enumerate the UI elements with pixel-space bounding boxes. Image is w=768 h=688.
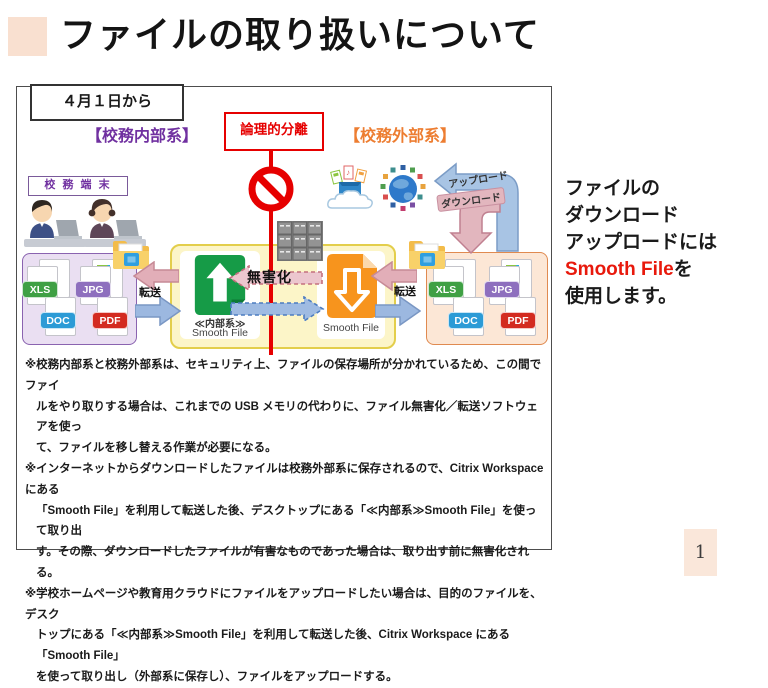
side-note-suffix: を <box>673 259 693 280</box>
doc-file-icon: DOC <box>40 290 91 340</box>
transfer-arrow-right-pink <box>370 260 418 296</box>
jpg-badge: JPG <box>484 281 520 298</box>
note-line: て、ファイルを移し替える作業が必要になる。 <box>36 442 277 455</box>
xls-badge: XLS <box>428 281 464 298</box>
internal-smoothfile-label-1: ≪内部系≫ <box>194 319 246 330</box>
transfer-arrow-left-blue <box>134 295 182 331</box>
school-terminal-label: 校 務 端 末 <box>28 176 128 196</box>
side-note-line: 使用します。 <box>565 286 678 307</box>
side-note-line: ファイルの <box>565 178 661 199</box>
xls-badge: XLS <box>22 281 58 298</box>
page-number: 1 <box>684 529 717 576</box>
pdf-file-icon: PDF <box>92 290 143 340</box>
external-files-box: XLS JPG DOC PDF <box>426 252 548 345</box>
external-smoothfile-label: Smooth File <box>322 322 380 334</box>
page-title: ファイルの取り扱いについて <box>60 14 540 55</box>
cloud-documents-icon: ♪ <box>327 164 373 216</box>
separation-line <box>269 147 273 355</box>
internet-globe-icon <box>379 163 427 219</box>
side-note-line: Smooth Fileを <box>565 256 765 283</box>
svg-text:♪: ♪ <box>346 168 350 177</box>
note-line: トップにある「≪内部系≫Smooth File」を利用して転送した後、Citri… <box>36 629 510 663</box>
logical-separation-box: 論理的分離 <box>224 112 324 151</box>
side-note-line: アップロードには <box>565 232 718 253</box>
note-line: ルをやり取りする場合は、これまでの USB メモリの代わりに、ファイル無害化／転… <box>36 400 538 434</box>
doc-file-icon: DOC <box>448 290 499 340</box>
note-line: 「Smooth File」を利用して転送した後、デスクトップにある「≪内部系≫S… <box>36 504 537 538</box>
smooth-file-highlight: Smooth File <box>565 259 674 280</box>
server-icon <box>277 221 323 266</box>
smooth-file-download-icon <box>327 254 377 323</box>
note-line: を使って取り出し（外部系に保存し）、ファイルをアップロードする。 <box>36 670 398 683</box>
external-system-label: 【校務外部系】 <box>344 128 457 145</box>
date-box: ４月１日から <box>30 84 184 121</box>
folder-icon-left <box>111 237 151 276</box>
pdf-badge: PDF <box>92 312 128 329</box>
note-line: す。その際、ダウンロードしたファイルが有害なものであった場合は、取り出す前に無害… <box>36 546 530 579</box>
internal-system-label: 【校務内部系】 <box>86 128 199 145</box>
office-worker-woman-icon <box>84 196 146 253</box>
no-entry-icon <box>247 165 295 218</box>
return-arrow-blue-dashed <box>230 295 325 327</box>
sanitize-label: 無害化 <box>247 269 292 285</box>
folder-icon-right <box>407 237 447 276</box>
transfer-label-right: 転送 <box>394 286 416 298</box>
doc-badge: DOC <box>40 312 76 329</box>
pdf-file-icon: PDF <box>500 290 551 340</box>
xls-file-icon: XLS <box>428 259 479 309</box>
internal-smoothfile-label-2: Smooth File <box>191 327 249 339</box>
transfer-arrow-left-pink <box>132 260 180 296</box>
title-accent-square <box>8 17 47 56</box>
pdf-badge: PDF <box>500 312 536 329</box>
transfer-label-left: 転送 <box>139 287 161 299</box>
note-line: ※インターネットからダウンロードしたファイルは校務外部系に保存されるので、Cit… <box>25 462 544 496</box>
side-note: ファイルの ダウンロード アップロードには Smooth Fileを 使用します… <box>565 175 765 310</box>
jpg-file-icon: JPG <box>484 259 535 309</box>
sanitize-arrow-pink <box>228 264 323 296</box>
note-line: ※学校ホームページや教育用クラウドにファイルをアップロードしたい場合は、目的のフ… <box>25 587 542 621</box>
side-note-line: ダウンロード <box>565 205 680 226</box>
office-worker-man-icon <box>24 196 86 253</box>
notes-text: ※校務内部系と校務外部系は、セキュリティ上、ファイルの保存場所が分かれているため… <box>25 355 546 688</box>
transfer-arrow-right-blue <box>374 295 422 331</box>
note-line: ※校務内部系と校務外部系は、セキュリティ上、ファイルの保存場所が分かれているため… <box>25 359 542 392</box>
jpg-badge: JPG <box>75 281 111 298</box>
doc-badge: DOC <box>448 312 484 329</box>
